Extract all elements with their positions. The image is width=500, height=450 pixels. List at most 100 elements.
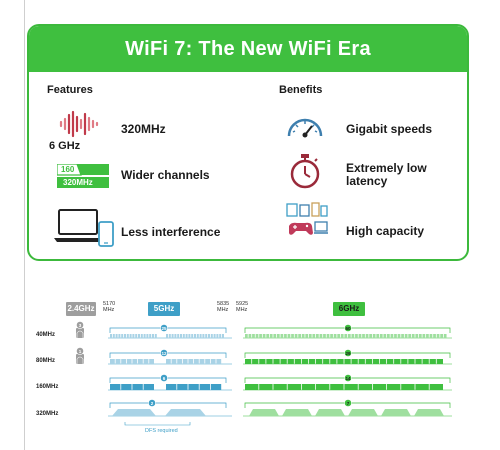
row-320mhz-6g-ch-1 (282, 409, 312, 416)
benefit-gigabit-speeds: Gigabit speeds (346, 122, 433, 136)
row-40mhz-6g-ch-56 (443, 334, 447, 338)
row-40mhz-6g-ch-8 (273, 334, 277, 338)
row-160mhz-6g-ch-5 (316, 384, 330, 390)
row-80mhz-6g-bracket (244, 352, 451, 358)
row-40mhz-6g-ch-15 (298, 334, 301, 338)
row-80mhz-5g-b-ch-0 (166, 359, 171, 364)
row-40mhz-6g-ch-24 (330, 334, 333, 338)
row-160mhz-6g-ch-1 (259, 384, 273, 390)
row-80mhz-24g-arc (76, 356, 84, 364)
benefits-heading: Benefits (279, 84, 323, 96)
row-320mhz-6g-ch-3 (348, 409, 378, 416)
row-40mhz-5g-a-ch-14 (149, 334, 152, 338)
row-40mhz-6g-ch-0 (245, 334, 248, 338)
row-40mhz-6g-ch-42 (394, 334, 397, 338)
row-160mhz-6g-ch-4 (301, 384, 316, 390)
benefit-low-latency-line1: Extremely low (346, 161, 427, 175)
row-80mhz-5g-a-ch-4 (132, 359, 138, 364)
wifi7-card: WiFi 7: The New WiFi Era Features Benefi… (27, 24, 469, 261)
row-80mhz-5g-badge-text: 12 (161, 351, 167, 356)
row-40mhz-5g-a-ch-1 (112, 334, 115, 338)
laptop-phone-icon (53, 208, 119, 255)
row-160mhz-5g-b-ch-0 (166, 384, 177, 390)
row-80mhz-6g-ch-24 (415, 359, 422, 364)
row-160mhz-5g-b-ch-4 (210, 384, 222, 390)
row-160mhz-6g-bracket (244, 377, 451, 383)
row-40mhz-6g-ch-41 (390, 334, 394, 338)
row-label-40mhz: 40MHz (36, 332, 56, 338)
row-40mhz-6g-ch-54 (436, 334, 440, 338)
row-80mhz-5g-b-ch-6 (199, 359, 205, 364)
row-40mhz-6g-ch-51 (426, 334, 429, 338)
row-40mhz-6g-ch-50 (422, 334, 426, 338)
row-320mhz-5g-badge-text: 2 (151, 401, 154, 406)
row-80mhz-5g-b-ch-7 (205, 359, 210, 364)
row-80mhz-5g-a-ch-5 (138, 359, 143, 364)
row-160mhz-6g-ch-0 (245, 384, 259, 390)
row-320mhz-6g-ch-4 (381, 409, 411, 416)
row-40mhz-6g-ch-46 (408, 334, 412, 338)
row-160mhz-5g-badge (160, 374, 168, 382)
row-40mhz-6g-ch-27 (340, 334, 344, 338)
row-80mhz-6g-ch-11 (323, 359, 330, 364)
row-160mhz-6g-ch-9 (372, 384, 387, 390)
row-80mhz-6g-ch-13 (337, 359, 344, 364)
freq-5170-value: 5170 (103, 301, 116, 307)
row-80mhz-6g-ch-19 (379, 359, 387, 364)
row-40mhz-6g-ch-13 (291, 334, 294, 338)
row-40mhz-5g-a-ch-16 (154, 334, 157, 338)
row-40mhz-5g-b-ch-13 (202, 334, 205, 338)
row-40mhz-5g-a-ch-7 (129, 334, 132, 338)
row-80mhz-5g-bracket (109, 352, 227, 358)
row-80mhz-5g-b-ch-5 (194, 359, 199, 364)
row-40mhz-6g-ch-47 (411, 334, 415, 338)
row-40mhz-5g-a-ch-12 (143, 334, 146, 338)
row-80mhz-6g-ch-27 (436, 359, 443, 364)
row-40mhz-6g-ch-48 (415, 334, 419, 338)
row-160mhz-5g-badge-text: 6 (163, 376, 166, 381)
row-40mhz-6g-ch-49 (418, 334, 422, 338)
row-40mhz-6g-ch-19 (312, 334, 316, 338)
band-6ghz: 6GHz (333, 302, 365, 316)
feature-less-interference: Less interference (121, 225, 221, 239)
row-80mhz-6g-ch-0 (245, 359, 252, 364)
row-40mhz-6g-ch-38 (379, 334, 383, 338)
row-160mhz-6g-ch-12 (415, 384, 429, 390)
row-40mhz-6g-ch-55 (440, 334, 443, 338)
row-40mhz-6g-ch-17 (305, 334, 309, 338)
row-40mhz-6g-badge (344, 324, 352, 332)
row-160mhz-6g-ch-11 (401, 384, 415, 390)
row-40mhz-5g-a-ch-6 (126, 334, 129, 338)
row-40mhz-6g-ch-30 (351, 334, 355, 338)
row-80mhz-6g-ch-8 (301, 359, 309, 364)
row-40mhz-24g-block (76, 328, 84, 338)
benefit-high-capacity: High capacity (346, 224, 425, 238)
row-40mhz-6g-ch-22 (323, 334, 326, 338)
row-40mhz-6g-ch-1 (248, 334, 252, 338)
row-80mhz-6g-ch-22 (401, 359, 408, 364)
row-40mhz-6g-ch-35 (369, 334, 372, 338)
dfs-note: DFS required (145, 428, 178, 434)
row-80mhz-24g-badge-text: 1 (79, 349, 82, 354)
row-40mhz-5g-badge (160, 324, 168, 332)
band-2-4ghz: 2.4GHz (66, 302, 96, 316)
row-40mhz-5g-b-ch-19 (219, 334, 222, 338)
row-320mhz-5g-badge (148, 399, 156, 407)
row-80mhz-6g-ch-10 (316, 359, 323, 364)
row-40mhz-5g-b-ch-6 (182, 334, 185, 338)
row-40mhz-6g-ch-40 (387, 334, 390, 338)
row-80mhz-6g-ch-21 (394, 359, 401, 364)
row-40mhz-5g-a-ch-15 (152, 334, 154, 338)
row-80mhz-5g-a-ch-6 (143, 359, 149, 364)
row-40mhz-5g-a-ch-10 (138, 334, 140, 338)
row-320mhz-5g-ch-0 (112, 409, 156, 416)
row-320mhz-6g-ch-0 (249, 409, 279, 416)
row-80mhz-6g-ch-7 (294, 359, 301, 364)
row-80mhz-5g-a-ch-3 (126, 359, 132, 364)
freq-5925: 5925 MHz (236, 301, 248, 313)
row-40mhz-5g-b-ch-3 (174, 334, 177, 338)
row-40mhz-5g-b-ch-15 (208, 334, 210, 338)
row-80mhz-6g-ch-17 (365, 359, 372, 364)
row-160mhz-5g-b-ch-2 (188, 384, 199, 390)
row-40mhz-5g-a-ch-8 (132, 334, 135, 338)
